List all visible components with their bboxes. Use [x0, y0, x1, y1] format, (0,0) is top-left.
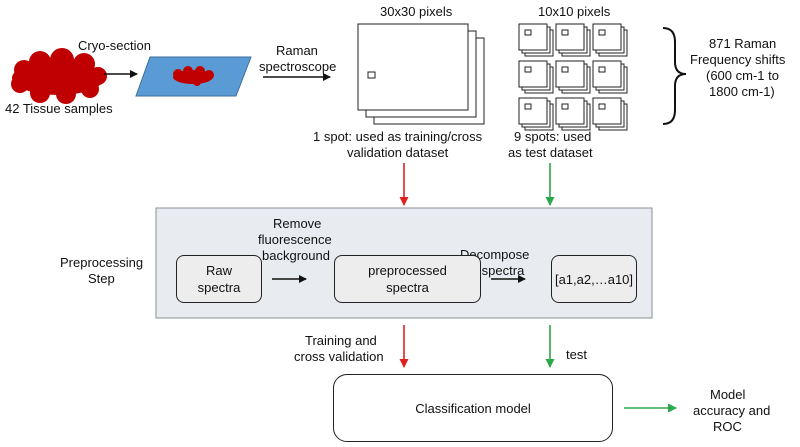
pixel-spot-marker — [598, 29, 606, 36]
pixel-spot-marker — [598, 66, 606, 73]
pixel-spot-marker — [524, 103, 532, 110]
training-spot-line2: validation dataset — [347, 145, 449, 160]
preprocessed-line2: spectra — [386, 280, 429, 295]
pixels-10-label: 10x10 pixels — [538, 4, 611, 19]
preprocessing-step-line1: Preprocessing — [60, 255, 144, 270]
tissue-samples-label: 42 Tissue samples — [5, 101, 113, 116]
model-accuracy-line3: ROC — [713, 419, 742, 434]
pixel-spot-marker — [524, 66, 532, 73]
brace-icon — [662, 27, 687, 125]
training-spot-line1: 1 spot: used as training/cross — [313, 129, 483, 144]
test-label: test — [566, 347, 587, 362]
pixels-30-label: 30x30 pixels — [380, 4, 453, 19]
tissue-sample-icon — [11, 48, 107, 104]
training-cv-line2: cross validation — [294, 349, 384, 364]
pixel-spot-marker — [561, 103, 569, 110]
section-on-slide-icon — [173, 66, 214, 86]
cryo-section-label: Cryo-section — [78, 38, 151, 53]
model-accuracy-line1: Model — [710, 387, 746, 402]
raw-spectra-line1: Raw — [205, 263, 232, 278]
raman-label-line1: Raman — [276, 43, 318, 58]
frequency-shifts-line2: Frequency shifts — [690, 52, 786, 67]
pixel-grid-30x30-stack — [357, 23, 485, 125]
pixel-tile — [518, 60, 548, 88]
classification-model-text: Classification model — [415, 400, 531, 416]
preprocessed-spectra-box: preprocessed spectra — [334, 255, 481, 303]
preprocessed-line1: preprocessed — [368, 263, 447, 278]
pixel-spot-marker — [524, 29, 532, 36]
pixel-tile — [592, 23, 622, 51]
preprocessing-step-line2: Step — [88, 271, 115, 286]
model-accuracy-line2: accuracy and — [693, 403, 771, 418]
raman-label-line2: spectroscope — [259, 59, 337, 74]
classification-model-box: Classification model — [333, 374, 613, 442]
frequency-shifts-line3: (600 cm-1 to — [706, 68, 779, 83]
frequency-shifts-line4: 1800 cm-1) — [709, 84, 775, 99]
pixel-spot-marker — [598, 103, 606, 110]
pixel-tile — [592, 60, 622, 88]
pixel-tile — [518, 97, 548, 125]
pixel-tile — [555, 23, 585, 51]
pixel-tile — [555, 60, 585, 88]
pixel-tile — [518, 23, 548, 51]
coefficients-text: [a1,a2,…a10] — [554, 271, 634, 287]
remove-fluorescence-line2: fluorescence — [258, 232, 332, 247]
pixel-tile — [555, 97, 585, 125]
frequency-shifts-line1: 871 Raman — [709, 36, 777, 51]
pixel-spot-marker — [561, 29, 569, 36]
raw-spectra-box: Raw spectra — [176, 255, 262, 303]
test-spot-line1: 9 spots: used — [514, 129, 592, 144]
test-spot-line2: as test dataset — [508, 145, 593, 160]
remove-fluorescence-line1: Remove — [273, 216, 322, 231]
raw-spectra-line2: spectra — [197, 280, 241, 295]
coefficients-box: [a1,a2,…a10] — [551, 255, 637, 303]
pixel-spot-marker — [561, 66, 569, 73]
remove-fluorescence-line3: background — [262, 248, 330, 263]
pixel-grid-10x10-stack — [518, 23, 628, 131]
pixel-tile — [592, 97, 622, 125]
training-cv-line1: Training and — [305, 333, 377, 348]
